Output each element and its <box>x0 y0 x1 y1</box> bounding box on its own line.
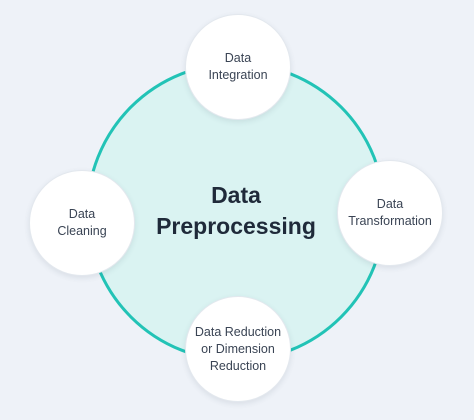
node-label-line: Data Reduction <box>194 324 282 339</box>
center-title-line2: Preprocessing <box>156 213 316 239</box>
node-label-line: Data <box>224 51 252 65</box>
node-data-transformation: Data Transformation <box>337 160 443 266</box>
node-label-line: Data <box>376 197 404 211</box>
node-label-line: Transformation <box>348 214 432 228</box>
node-data-integration: Data Integration <box>185 14 291 120</box>
node-data-reduction: Data Reduction or Dimension Reduction <box>185 296 291 402</box>
center-title: Data Preprocessing <box>136 180 336 242</box>
node-data-cleaning: Data Cleaning <box>29 170 135 276</box>
node-label-line: Integration <box>208 68 268 82</box>
node-label-line: Cleaning <box>57 224 107 238</box>
center-title-line1: Data <box>211 182 261 208</box>
node-label-line: Reduction <box>209 358 267 373</box>
node-label-line: Data <box>68 207 96 221</box>
node-label-line: or Dimension <box>201 341 275 356</box>
